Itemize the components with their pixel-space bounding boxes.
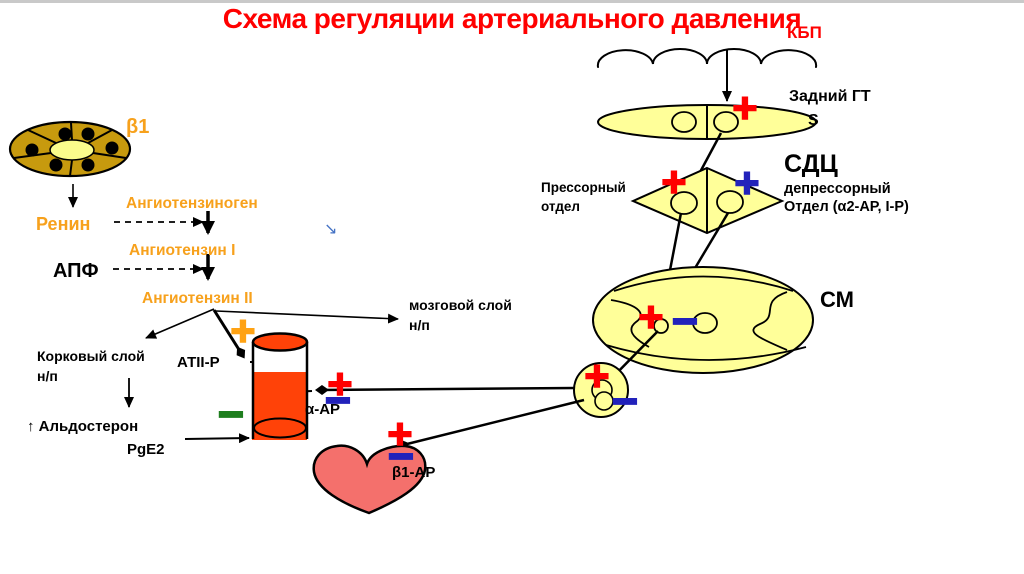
aldosterone-label: ↑ Альдостерон [27,418,139,435]
sm-lateral-horn-neuron [653,318,669,334]
pge2-to-vessel-arrow [184,433,250,444]
depressor-label-1: депрессорный [784,181,891,197]
jg-cell-granules [25,127,119,172]
sdc-nucleus-left [670,191,698,215]
atii-receptor-label: АТII-Р [177,354,220,371]
kbp-label: КБП [787,23,822,42]
ganglion-to-vessel-axon [315,384,576,395]
ganglion-neuron-2 [594,391,614,411]
jg-cell-nucleus [49,139,95,161]
sympathetic-ganglion [573,362,629,418]
depressor-label-2: Отдел (α2-АР, I-P) [784,199,909,215]
sm-left-horn-curve [610,299,650,348]
sdc-label: СДЦ [784,150,838,178]
plus-marker-depressor: + [732,162,762,202]
sm-label: СМ [820,287,854,312]
blood-vessel [251,332,309,440]
sm-dorsal-curve [613,275,794,292]
ht-nucleus-right [713,111,739,133]
beta1-cell-label: β1 [126,116,150,138]
heart-shape [312,444,427,515]
plus-marker-hypothalamus: + [730,87,760,127]
angiotensin-i-label: Ангиотензин I [129,242,236,259]
sm-central-canal [692,312,718,334]
angiotensinogen-label: Ангиотензиноген [126,195,258,212]
vessel-bottom-ellipse [253,417,307,439]
minus-marker-pge2: − [215,394,246,434]
hypothalamus-ellipse [597,104,817,140]
ace-label: АПФ [53,260,99,282]
ht-nucleus-left [671,111,697,133]
alpha-ar-label: α-АР [305,401,341,418]
posterior-ht-label: Задний ГТ [789,88,871,105]
cortex-wavy-line [596,48,818,68]
minus-marker-spinal-cord: − [669,301,700,341]
minus-marker-heart: − [385,436,416,476]
sdc-diamond [630,166,785,235]
plus-marker-vessel: + [325,363,355,403]
jg-cell [8,120,132,178]
slide-top-border [0,0,1024,3]
angiotensin-ii-label: Ангиотензин II [142,290,253,307]
plus-marker-pressor: + [659,161,689,201]
minus-marker-vessel: − [322,380,353,420]
plus-marker-spinal-cord: + [636,296,666,336]
vessel-blood-fill [252,372,307,440]
beta1-ar-label: β1-АР [392,464,436,481]
plus-marker-heart: + [385,413,415,453]
stray-arrow-glyph: ↘ [324,221,338,238]
vessel-top-opening [251,332,309,352]
page-title: Схема регуляции артериального давления [222,3,802,34]
sm-ventral-curve [605,344,807,361]
sdc-nucleus-right [716,190,744,214]
atii-to-vessel-arrow [212,309,246,359]
plus-marker-atii: + [228,310,258,350]
s-label: S [808,112,819,129]
medulla-label: мозговой слой н/п [409,297,512,333]
renin-label: Ренин [36,214,91,234]
ganglion-to-heart-axon [396,398,585,450]
plus-marker-ganglion: + [582,355,612,395]
spinal-cord-ellipse [592,266,814,374]
minus-marker-ganglion: − [609,381,640,421]
cortex-label: Корковый слой н/п [37,348,145,384]
atii-to-cortex-arrow [145,308,215,339]
sm-right-horn-curve [752,291,788,351]
pge2-label: PgE2 [127,441,165,458]
atii-to-medulla-arrow [215,310,399,324]
pressor-label: Прессорный отдел [541,180,626,215]
